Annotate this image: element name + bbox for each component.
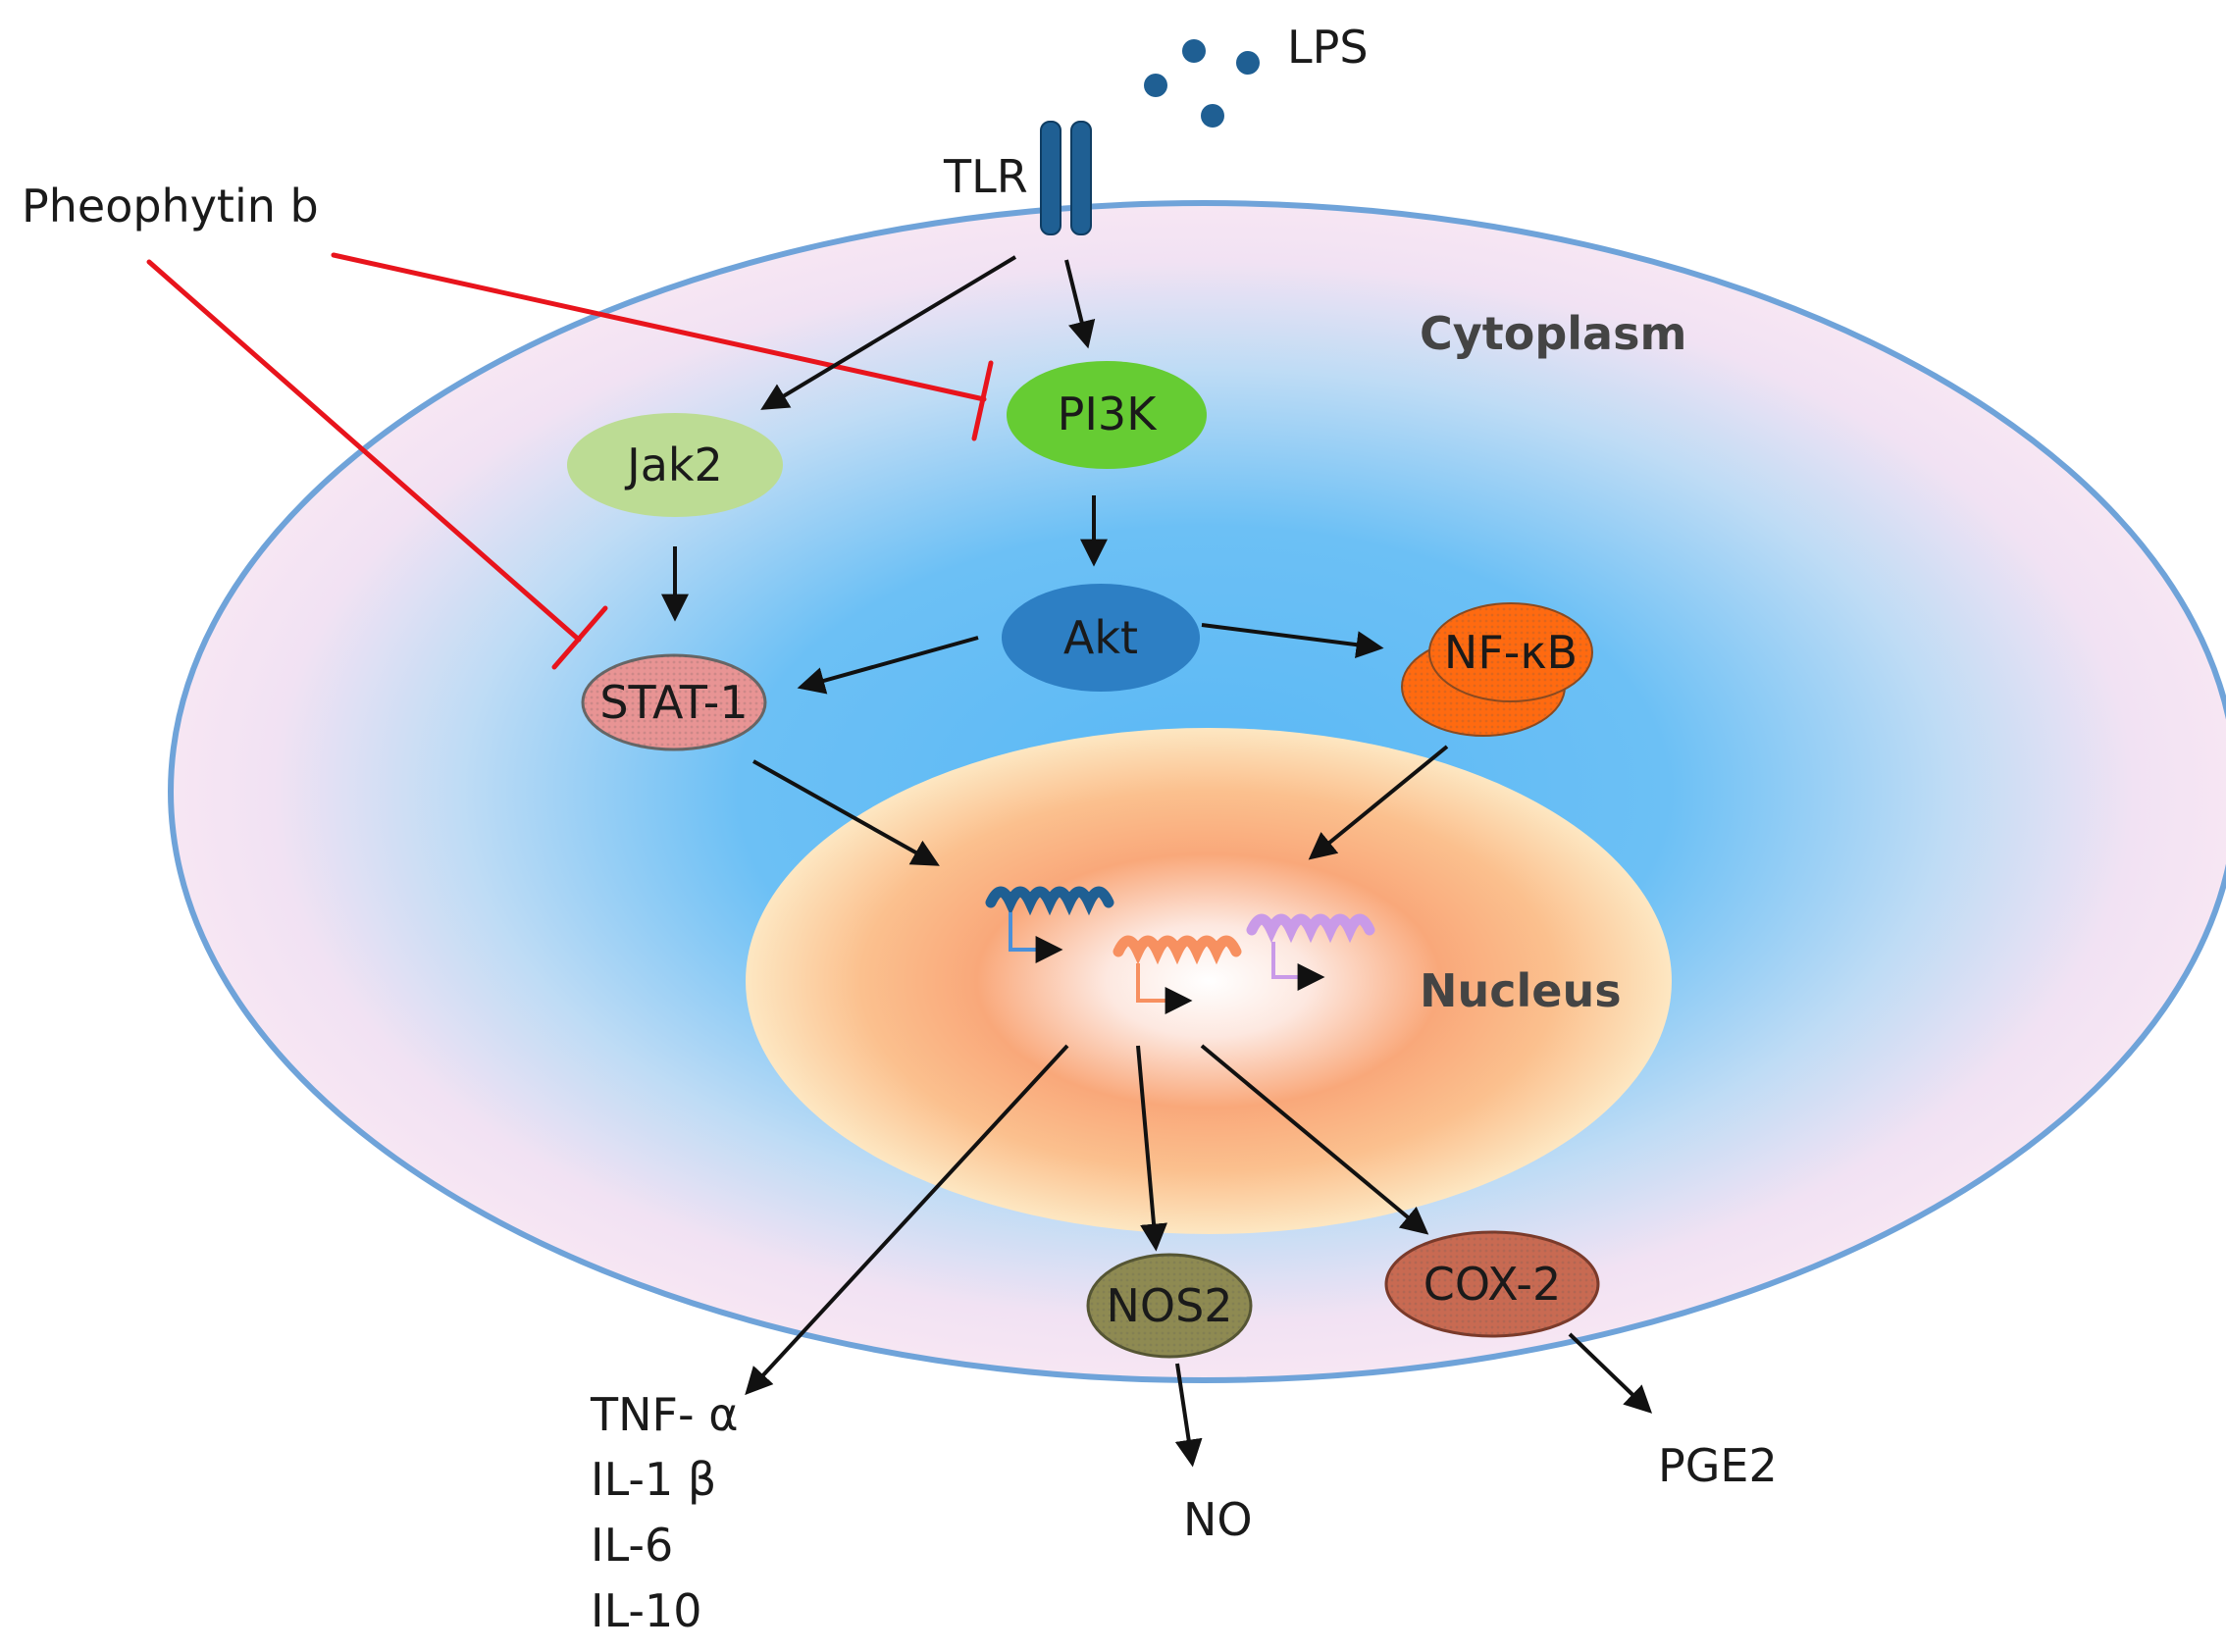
node-nos2: NOS2 — [1086, 1253, 1253, 1359]
arrow-cox2-pge2 — [1568, 1332, 1653, 1414]
node-nfkb: NF-κB — [1401, 602, 1593, 737]
arrow-nucleus-nos2 — [1136, 1045, 1167, 1252]
lps-molecules — [1144, 39, 1260, 128]
lps-label: LPS — [1287, 21, 1369, 74]
arrow-nos2-no — [1174, 1363, 1203, 1468]
arrow-akt-nfkb — [1201, 623, 1384, 659]
arrow-tlr-jak2 — [760, 255, 1017, 410]
pge2-label: PGE2 — [1658, 1439, 1778, 1492]
gene-purple — [1246, 913, 1375, 991]
cytokine-item: IL-6 — [591, 1519, 673, 1572]
cox2-label: COX-2 — [1424, 1258, 1561, 1311]
no-label: NO — [1183, 1493, 1253, 1546]
nos2-label: NOS2 — [1106, 1279, 1232, 1332]
nucleus-label: Nucleus — [1420, 964, 1622, 1017]
node-cox2: COX-2 — [1384, 1230, 1600, 1338]
tlr-label: TLR — [943, 150, 1028, 203]
cytoplasm-label: Cytoplasm — [1420, 307, 1686, 360]
tlr-receptor — [1040, 121, 1092, 235]
arrow-nfkb-nucleus — [1308, 745, 1449, 860]
gene-blue — [985, 886, 1114, 963]
nfkb-label: NF-κB — [1444, 626, 1578, 679]
inhibition-lines — [146, 252, 994, 670]
akt-label: Akt — [1063, 611, 1138, 664]
jak2-label: Jak2 — [624, 439, 723, 491]
activation-arrows — [661, 255, 1653, 1468]
pi3k-label: PI3K — [1058, 387, 1159, 440]
inhibition-bar-stat1 — [551, 605, 608, 670]
stat1-label: STAT-1 — [599, 676, 748, 729]
inhibition-line-pi3k — [331, 252, 987, 402]
node-pi3k: PI3K — [1007, 361, 1207, 469]
nucleus — [746, 728, 1672, 1234]
node-jak2: Jak2 — [567, 413, 783, 517]
cytokine-item: IL-10 — [591, 1584, 702, 1637]
arrow-akt-stat1 — [797, 636, 979, 695]
inhibition-bar-pi3k — [971, 360, 994, 441]
cytokine-item: TNF- α — [590, 1388, 739, 1441]
cytokine-item: IL-1 β — [591, 1453, 716, 1506]
arrow-nucleus-cytokines — [745, 1044, 1069, 1396]
arrow-stat1-nucleus — [752, 759, 940, 866]
node-akt: Akt — [1002, 584, 1200, 692]
pheophytin-label: Pheophytin b — [22, 180, 319, 232]
arrow-tlr-pi3k — [1064, 259, 1096, 349]
gene-orange — [1113, 935, 1242, 1014]
node-stat1: STAT-1 — [581, 653, 767, 751]
arrow-nucleus-cox2 — [1200, 1044, 1429, 1235]
cytokine-list: TNF- α IL-1 β IL-6 IL-10 — [590, 1388, 739, 1637]
inhibition-line-stat1 — [146, 259, 582, 643]
